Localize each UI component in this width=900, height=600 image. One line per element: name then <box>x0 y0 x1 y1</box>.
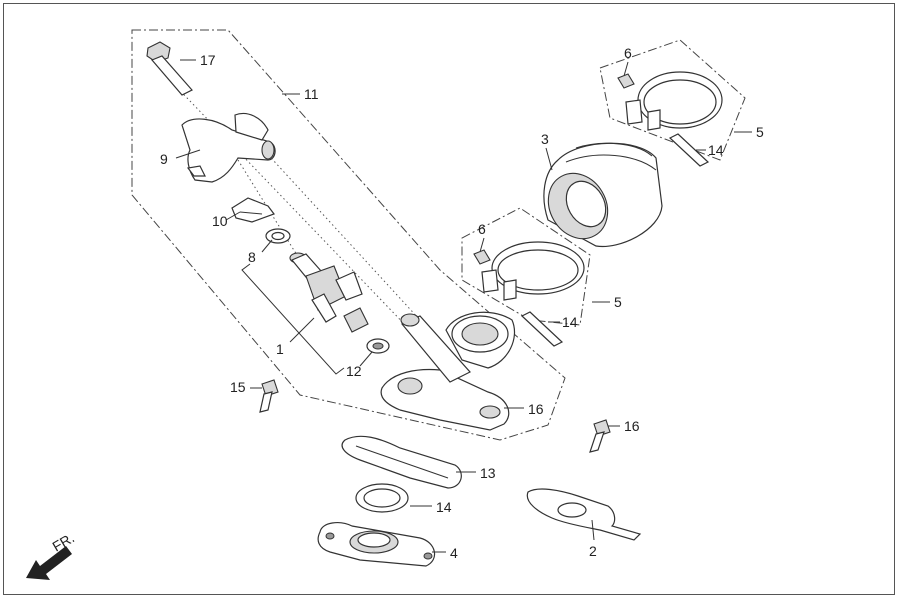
leader-6-top <box>623 61 629 77</box>
callout-14-top: 14 <box>708 142 724 158</box>
part-3-connecting-tube <box>543 142 663 248</box>
callout-3: 3 <box>541 131 549 147</box>
part-6-nut-top <box>617 73 635 89</box>
leader-1 <box>289 317 315 343</box>
assembly-line-bolt-2 <box>249 134 421 321</box>
leader-1-bracket <box>241 263 345 375</box>
callout-17: 16 <box>528 401 544 417</box>
assembly-line-bolt <box>164 74 411 331</box>
part-12-gasket <box>341 435 462 489</box>
leader-2 <box>591 519 595 541</box>
part-6-nut-mid <box>473 249 491 265</box>
diagram-frame <box>3 3 895 595</box>
group-outline-11 <box>131 29 566 441</box>
part-16-screw-left <box>259 379 279 413</box>
callout-8: 10 <box>212 213 228 229</box>
front-marker-label: FR. <box>50 529 78 554</box>
callout-7: 9 <box>160 151 168 167</box>
part-13-ring <box>355 483 409 513</box>
callout-12: 13 <box>480 465 496 481</box>
callout-9: 8 <box>248 249 256 265</box>
callout-11: 11 <box>304 86 319 102</box>
callout-14-mid: 14 <box>562 314 578 330</box>
part-4-insulator-flange <box>317 522 436 567</box>
front-direction-arrow <box>26 546 72 580</box>
part-14-screw-top <box>668 133 710 167</box>
callout-16-left: 15 <box>230 379 246 395</box>
leader-9 <box>261 239 273 253</box>
callout-6-top: 6 <box>624 45 632 61</box>
part-15-bolt <box>146 41 193 96</box>
callout-16-right: 16 <box>624 418 640 434</box>
callout-15: 17 <box>200 52 216 68</box>
part-8-clip <box>231 197 275 223</box>
part-1-fuel-injector <box>289 252 369 333</box>
part-5-clamp-top <box>625 71 723 131</box>
leader-6-mid <box>479 237 485 253</box>
callout-1: 1 <box>276 341 284 357</box>
callout-10: 12 <box>346 363 362 379</box>
callout-4: 4 <box>450 545 458 561</box>
part-16-screw-right <box>589 419 611 453</box>
callout-6-mid: 6 <box>478 221 486 237</box>
part-14-screw-mid <box>520 311 564 347</box>
leader-3 <box>545 147 553 171</box>
part-5-clamp-mid <box>481 241 585 301</box>
callout-5-mid: 5 <box>614 294 622 310</box>
part-10-washer <box>366 338 390 354</box>
callout-5-top: 5 <box>756 124 764 140</box>
leader-10 <box>359 351 373 367</box>
leader-7 <box>175 149 201 159</box>
callout-2: 2 <box>589 543 597 559</box>
leader-8 <box>225 211 241 221</box>
part-9-o-ring <box>265 228 291 244</box>
part-2-gasket-plate <box>526 488 642 541</box>
callout-13: 14 <box>436 499 452 515</box>
part-7-injector-cap <box>181 112 276 183</box>
part-17-intake-manifold <box>380 311 516 431</box>
group-outline-5-top <box>599 39 746 161</box>
